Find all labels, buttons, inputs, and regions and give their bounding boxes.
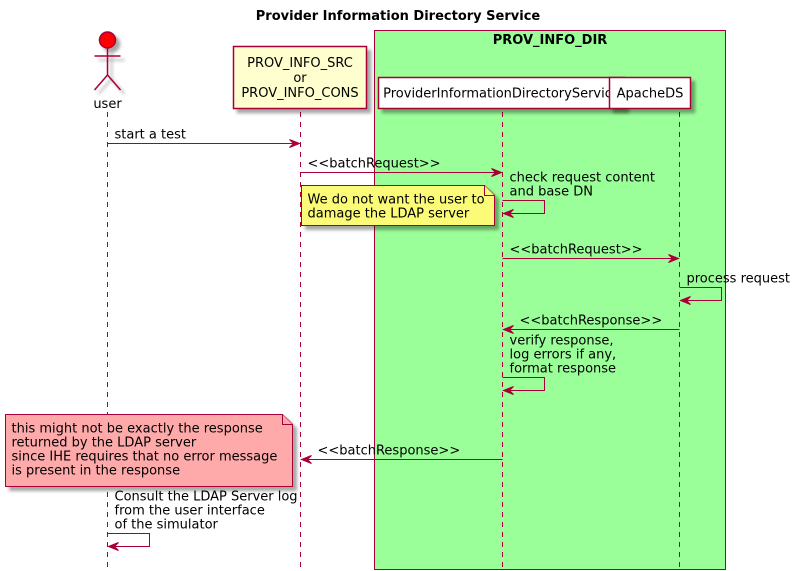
message-label: <<batchResponse>> [318,444,461,459]
arrow-head-icon [679,296,691,305]
message-label: log errors if any, [510,348,617,363]
message-label: verify response, [510,334,614,349]
note-body [5,414,293,487]
note-text: this might not be exactly the response [12,422,263,437]
message-label: <<batchRequest>> [510,243,643,258]
message-label: of the simulator [115,518,219,533]
note-fold-icon [484,185,495,196]
messages: start a test <<batchRequest>> check reques… [107,128,791,551]
message-label: check request content [510,171,656,186]
message-label: from the user interface [115,504,265,519]
message-1: start a test [107,128,301,148]
actor-icon [93,31,122,91]
note-text: since IHE requires that no error message [12,450,278,465]
actor-label: user [93,97,122,112]
participant-label: PROV_INFO_CONS [241,86,358,101]
note-body [301,185,495,226]
message-5: process request [679,272,791,305]
note-text: damage the LDAP server [308,207,470,222]
participant-label: or [293,71,307,86]
message-8: <<batchResponse>> [300,444,503,464]
arrow-head-icon [502,325,514,334]
message-label: and base DN [510,185,593,200]
note-text: returned by the LDAP server [12,436,197,451]
note-text: is present in the response [12,464,181,479]
message-label: <<batchResponse>> [520,314,663,329]
self-message-line [107,533,150,547]
participant-label: PROV_INFO_SRC [247,56,353,71]
message-6: <<batchResponse>> [502,314,680,334]
arrow-head-icon [107,542,119,551]
self-message-line [502,377,545,391]
box-label: PROV_INFO_DIR [493,33,608,48]
message-label: <<batchRequest>> [308,157,441,172]
note-fold-icon [282,414,293,425]
box-prov-info-dir: PROV_INFO_DIR [374,30,726,570]
arrow-head-icon [668,254,680,263]
note-text: We do not want the user to [308,193,485,208]
message-label: format response [510,362,617,377]
arrow-head-icon [300,455,312,464]
note-red: this might not be exactly the responsere… [5,414,293,487]
participant-ads: ApacheDS [608,76,692,110]
arrow-head-icon [502,209,514,218]
message-label: start a test [115,128,186,143]
arrow-head-icon [289,139,301,148]
message-2: <<batchRequest>> [300,157,503,177]
diagram-title: Provider Information Directory Service [256,9,541,24]
message-4: <<batchRequest>> [502,243,680,263]
participant-pids: ProviderInformationDirectoryService [377,76,626,110]
participant-label: ProviderInformationDirectoryService [383,87,620,102]
participant-label: ApacheDS [617,87,684,102]
message-label: process request [687,272,791,287]
self-message-line [679,287,722,301]
message-7: verify response,log errors if any,format… [502,334,617,395]
participant-box [608,76,692,110]
participant-box [232,45,368,110]
arrow-head-icon [491,168,503,177]
arrow-head-icon [502,386,514,395]
participant-user: user [93,31,122,112]
message-label: Consult the LDAP Server log [115,490,298,505]
self-message-line [502,200,545,214]
